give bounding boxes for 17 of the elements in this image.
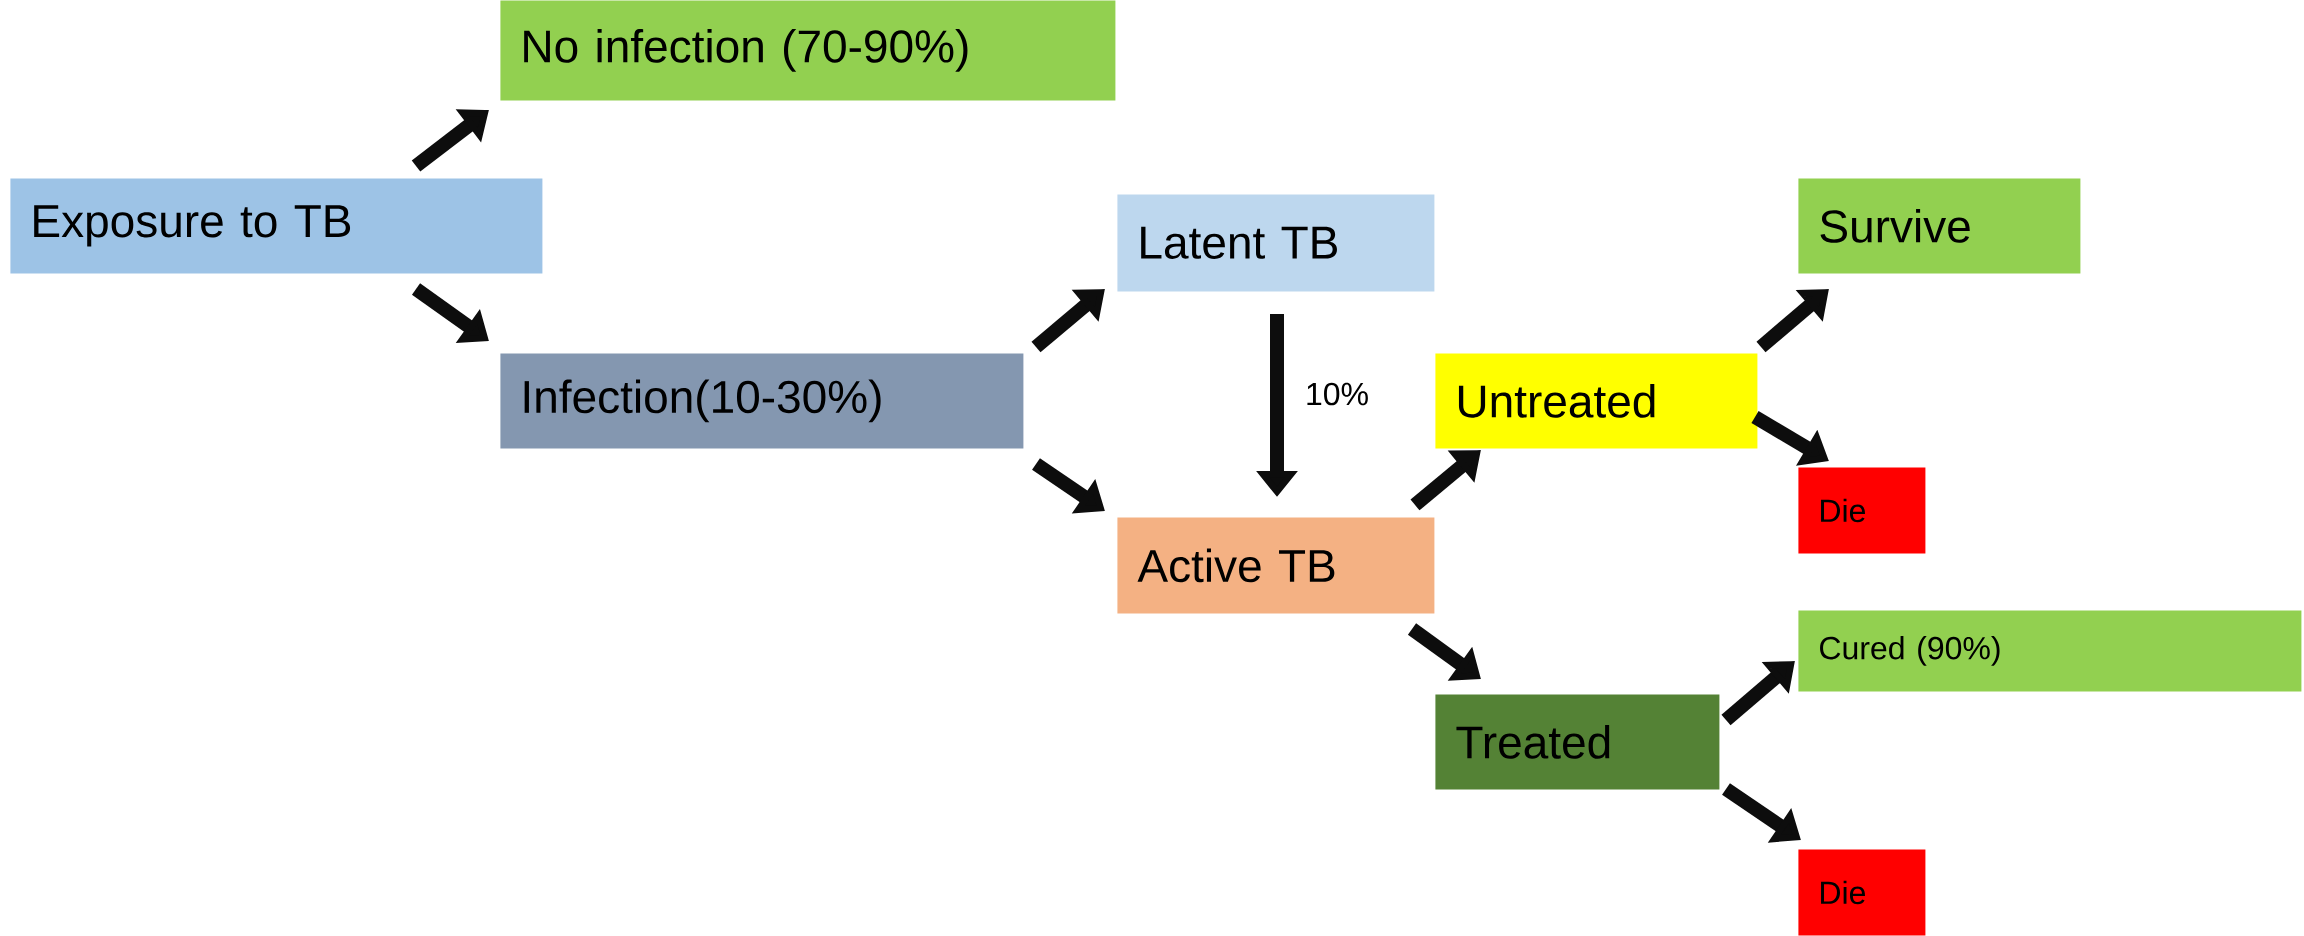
- process-box: Active TB: [1117, 517, 1435, 614]
- process-box: Die: [1798, 849, 1926, 936]
- process-box: Untreated: [1435, 353, 1758, 449]
- arrow: [1756, 289, 1829, 353]
- process-box: Treated: [1435, 694, 1720, 790]
- process-box: Cured (90%): [1798, 610, 2302, 692]
- process-box: No infection (70-90%): [500, 0, 1116, 101]
- arrow: [411, 109, 489, 172]
- process-box: Exposure to TB: [10, 178, 543, 274]
- arrow: [1031, 289, 1105, 353]
- process-box: Die: [1798, 467, 1926, 554]
- arrow: [1721, 661, 1795, 726]
- process-box: Infection(10-30%): [500, 353, 1024, 449]
- process-box: Survive: [1798, 178, 2081, 274]
- edge-label: 10%: [1303, 380, 1372, 408]
- process-box: Latent TB: [1117, 194, 1435, 292]
- arrow: [1410, 450, 1481, 511]
